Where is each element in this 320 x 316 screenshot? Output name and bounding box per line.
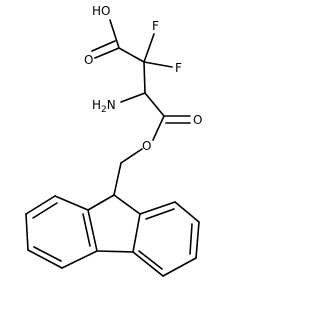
bond-c1-o-double-b — [91, 40, 116, 52]
bond-left-1 — [54, 195, 89, 211]
bond-right-1 — [139, 201, 176, 215]
bond-left-inner-3 — [82, 213, 91, 247]
bond-left-inner-1 — [32, 202, 58, 219]
bond-ch2-c9 — [113, 162, 122, 196]
bond-left-inner-2 — [33, 246, 62, 262]
ester-oxygen-label: O — [142, 139, 151, 153]
carbonyl-oxygen-2-label: O — [193, 113, 202, 127]
bond-left-4 — [27, 249, 63, 269]
bond-c9-c9a — [87, 194, 115, 211]
bond-left-5 — [61, 250, 98, 269]
structure-diagram: HO O F F H2N O O — [25, 4, 202, 277]
bond-c2-f2 — [143, 61, 173, 68]
atom-labels: HO O F F H2N O O — [84, 4, 202, 153]
amino-label: H2N — [92, 98, 116, 115]
bond-c9-c8a — [113, 194, 141, 215]
bond-right-4 — [162, 257, 197, 277]
bond-left-2 — [25, 195, 56, 215]
bond-c1-o-double-a — [94, 47, 120, 59]
bond-oester-ch2 — [120, 148, 143, 164]
bond-right-3 — [195, 221, 200, 259]
bond-c1-c2 — [118, 47, 145, 63]
carbonyl-oxygen-1-label: O — [84, 53, 93, 67]
bond-right-5 — [132, 251, 164, 277]
bond-c4-oester — [152, 115, 165, 141]
bonds — [25, 19, 200, 277]
bond-c2-c3 — [143, 61, 146, 94]
bond-left-3 — [25, 213, 29, 251]
bond-right-inner-1 — [145, 208, 175, 220]
bond-c4a-c4b — [96, 250, 134, 253]
bond-c3-n — [120, 92, 146, 103]
bond-c1-oh — [109, 19, 120, 49]
hydroxyl-label: HO — [92, 4, 110, 18]
bond-right-inner-2 — [189, 223, 193, 255]
amino-subscript: 2 — [101, 105, 107, 115]
fluorine-2-label: F — [175, 61, 182, 75]
bond-c2-f1 — [143, 33, 155, 63]
amino-n: N — [107, 98, 116, 112]
bond-c3-c4 — [144, 92, 165, 117]
bond-right-inner-3 — [138, 250, 163, 270]
bond-c9a-c4a — [87, 209, 98, 252]
amino-h: H — [92, 98, 101, 112]
bond-right-2 — [174, 201, 200, 223]
bond-c8a-c4b — [132, 213, 141, 253]
fluorine-1-label: F — [152, 19, 159, 33]
